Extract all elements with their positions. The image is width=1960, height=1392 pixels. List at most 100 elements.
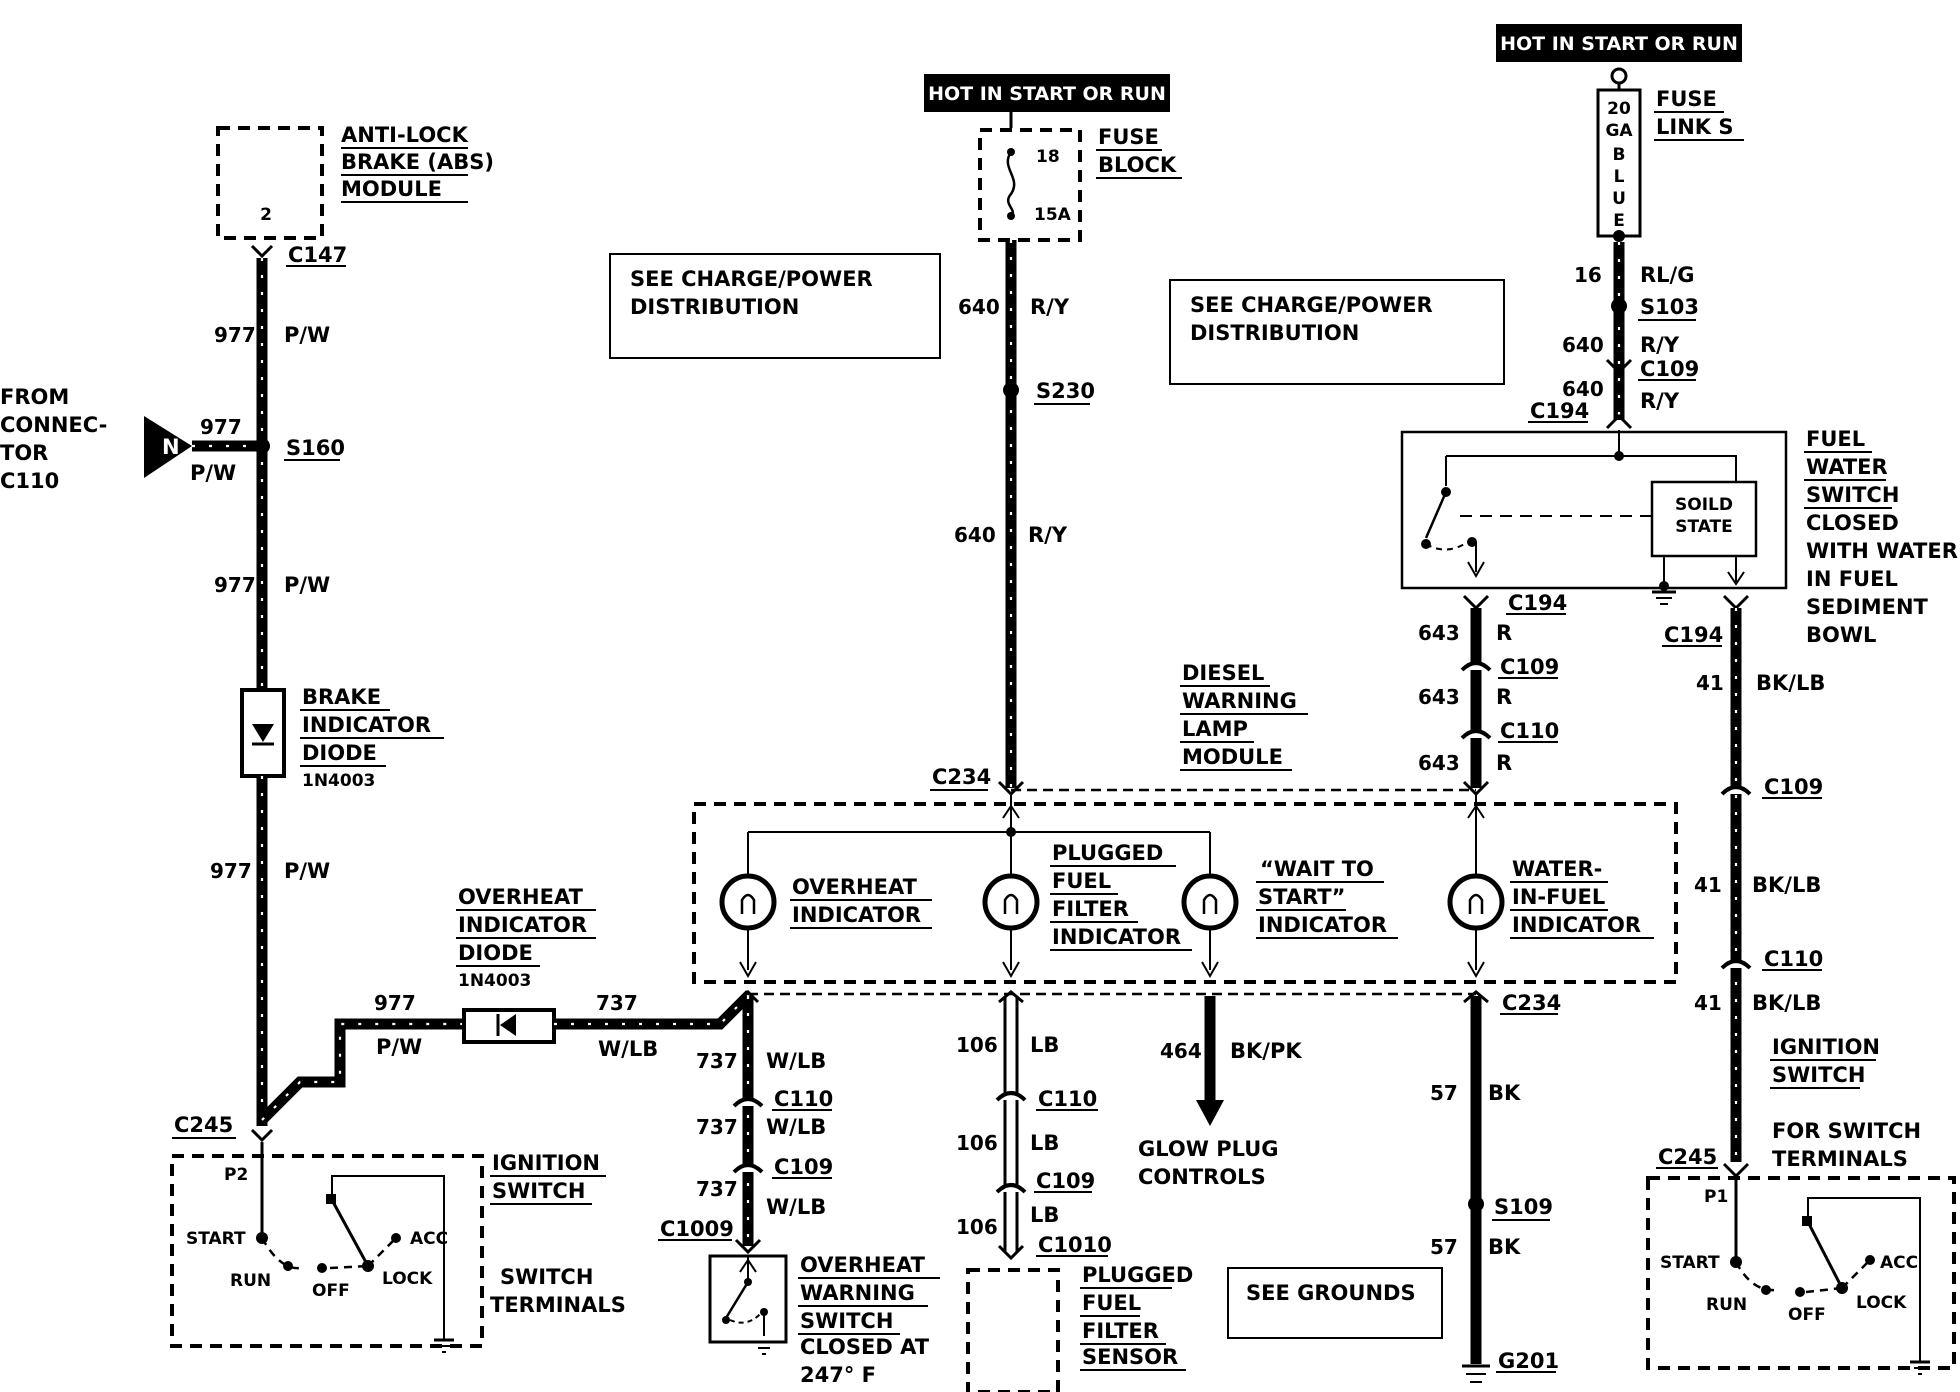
diesel-module-title-2: WARNING (1182, 689, 1297, 713)
from-connector-wire-color: P/W (190, 461, 236, 485)
wire-737-num-4: 737 (696, 1177, 738, 1201)
hot-label-center: HOT IN START OR RUN (924, 74, 1170, 112)
wire-640-num-1: 640 (958, 295, 1000, 319)
connector-c1009-label: C1009 (660, 1217, 734, 1241)
overheat-diode-title-3: DIODE (458, 941, 533, 965)
plugged-indicator-title-1: PLUGGED (1052, 841, 1163, 865)
ground-g201-label: G201 (1498, 1349, 1559, 1373)
wire-57-color-2: BK (1488, 1235, 1521, 1259)
ignition-right-lock: LOCK (1856, 1293, 1907, 1313)
fuel-water-title-1: FUEL (1806, 427, 1865, 451)
wire-643-num-2: 643 (1418, 685, 1460, 709)
wire-106-num-2: 106 (956, 1131, 998, 1155)
wire-643-color-3: R (1496, 751, 1512, 775)
overheat-indicator-title-1: OVERHEAT (792, 875, 918, 899)
wire-977-num-4: 977 (374, 991, 416, 1015)
connector-c1010-label: C1010 (1038, 1233, 1112, 1257)
from-connector-line-2: CONNEC- (0, 413, 107, 437)
plugged-indicator-title-3: FILTER (1052, 897, 1129, 921)
from-connector-line-3: TOR (0, 441, 48, 465)
wire-464-num: 464 (1160, 1039, 1202, 1063)
connector-c109-106: C109 (1036, 1169, 1095, 1193)
ignition-switch-right-box (1646, 1176, 1956, 1370)
ignition-switch-left-diagram (256, 1142, 454, 1353)
connector-c194-mid: C194 (1508, 591, 1567, 615)
water-indicator-title-2: IN-FUEL (1512, 885, 1605, 909)
wire-16-num: 16 (1574, 263, 1602, 287)
ignition-right-run: RUN (1706, 1295, 1747, 1315)
overheat-switch-title-1: OVERHEAT (800, 1253, 926, 1277)
fuel-water-title-5: WITH WATER (1806, 539, 1958, 563)
fuel-water-title-6: IN FUEL (1806, 567, 1898, 591)
fuel-water-title-7: SEDIMENT (1806, 595, 1929, 619)
wire-640-num-4: 640 (1562, 377, 1604, 401)
wire-640-color-2: R/Y (1028, 523, 1068, 547)
lamp-icon-wait (1181, 873, 1239, 931)
plugged-sensor-title-4: SENSOR (1082, 1345, 1178, 1369)
wire-106-color-1: LB (1030, 1033, 1059, 1057)
diesel-module-box (692, 802, 1678, 984)
splice-s109-label: S109 (1494, 1195, 1553, 1219)
see-charge-box-2 (1169, 279, 1505, 385)
ignition-left-acc: ACC (410, 1229, 448, 1249)
splice-s103-label: S103 (1640, 295, 1699, 319)
splice-s230 (1003, 382, 1019, 398)
diesel-module-title-3: LAMP (1182, 717, 1248, 741)
wire-737-color-4: W/LB (766, 1195, 826, 1219)
splice-s230-label: S230 (1036, 379, 1095, 403)
ignition-right-title-2: SWITCH (1772, 1063, 1865, 1087)
see-grounds-box (1227, 1267, 1443, 1339)
wire-106-color-3: LB (1030, 1203, 1059, 1227)
brake-diode-part: 1N4003 (302, 771, 375, 791)
ignition-left-note-1: SWITCH (500, 1265, 593, 1289)
diesel-module-title-4: MODULE (1182, 745, 1283, 769)
wire-640-color-1: R/Y (1030, 295, 1070, 319)
ground-icon-g201 (1462, 1364, 1490, 1383)
wire-640-num-3: 640 (1562, 333, 1604, 357)
connector-c194-right: C194 (1664, 623, 1723, 647)
abs-module-box (216, 126, 324, 240)
wire-41-color-3: BK/LB (1752, 991, 1821, 1015)
overheat-diode-part: 1N4003 (458, 971, 531, 991)
connector-c234-bottom: C234 (1502, 991, 1561, 1015)
ignition-right-acc: ACC (1880, 1253, 1918, 1273)
wire-737-color-2: W/LB (766, 1049, 826, 1073)
connector-c245-left: C245 (174, 1113, 233, 1137)
fuel-water-title-2: WATER (1806, 455, 1888, 479)
wire-737-num-3: 737 (696, 1115, 738, 1139)
connector-n-arrow (144, 416, 192, 478)
wire-643-color-2: R (1496, 685, 1512, 709)
wire-643-color-1: R (1496, 621, 1512, 645)
diesel-module-title-1: DIESEL (1182, 661, 1264, 685)
overheat-switch-title-2: WARNING (800, 1281, 915, 1305)
wire-977-num-1: 977 (214, 323, 256, 347)
fuel-water-title-4: CLOSED (1806, 511, 1899, 535)
wire-640-color-4: R/Y (1640, 389, 1680, 413)
wire-977-color-4: P/W (376, 1035, 422, 1059)
wire-977-color-1: P/W (284, 323, 330, 347)
ignition-switch-right-diagram (1730, 1178, 1930, 1375)
connector-c147-label: C147 (288, 243, 347, 267)
glow-plug-title-2: CONTROLS (1138, 1165, 1266, 1189)
fuse-number: 18 (1036, 147, 1060, 167)
connector-c194-top: C194 (1530, 399, 1589, 423)
fuse-link-text-1: 20 (1607, 99, 1631, 119)
wire-41-color-1: BK/LB (1756, 671, 1825, 695)
fuse-link-text-6: E (1613, 211, 1625, 231)
fuse-link-text-2: GA (1605, 121, 1633, 141)
ignition-left-start: START (186, 1229, 246, 1249)
wire-41-num-2: 41 (1694, 873, 1722, 897)
ignition-switch-left-box (170, 1154, 484, 1348)
hot-label-right-text: HOT IN START OR RUN (1500, 33, 1738, 55)
ignition-left-pin: P2 (224, 1165, 248, 1185)
solid-state-line-2: STATE (1675, 517, 1733, 537)
ignition-left-title-2: SWITCH (492, 1179, 585, 1203)
from-connector-wire-num: 977 (200, 415, 242, 439)
see-charge-1-line-1: SEE CHARGE/POWER (630, 267, 873, 291)
overheat-diode-title-1: OVERHEAT (458, 885, 584, 909)
splice-s160-label: S160 (286, 436, 345, 460)
wire-106 (1003, 996, 1019, 1252)
brake-diode-title-3: DIODE (302, 741, 377, 765)
water-indicator-title-3: INDICATOR (1512, 913, 1641, 937)
wire-640-color-3: R/Y (1640, 333, 1680, 357)
